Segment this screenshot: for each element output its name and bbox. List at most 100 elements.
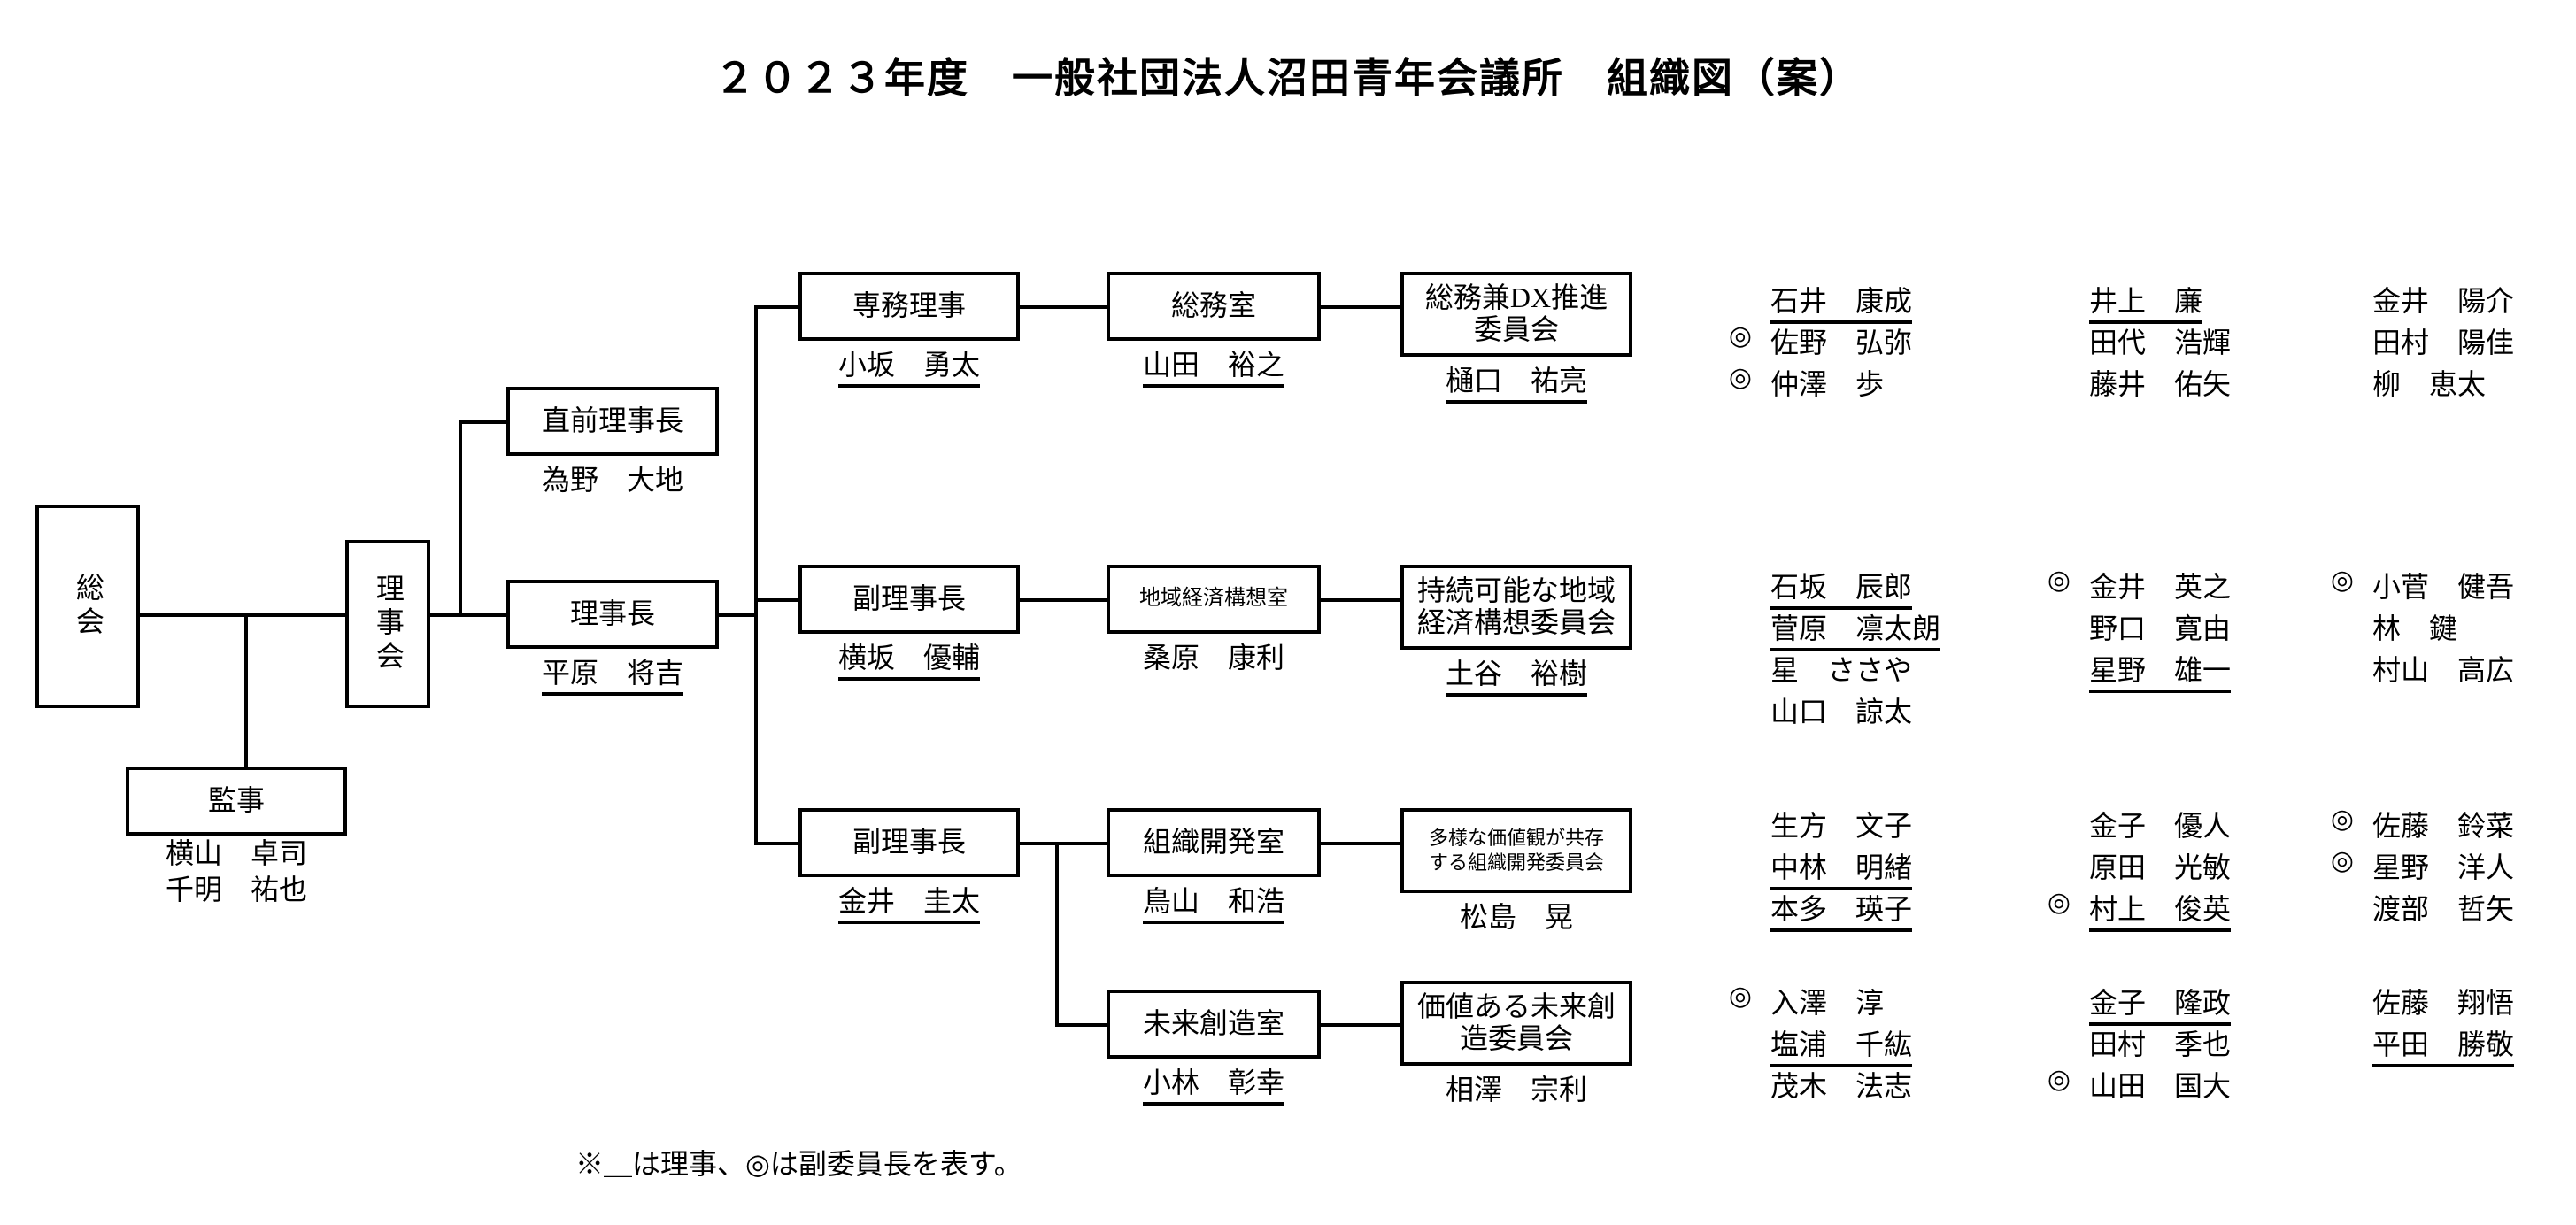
line-branch-to-soshiki bbox=[1055, 842, 1107, 845]
member-name: 村山 高広 bbox=[2372, 654, 2515, 686]
member-name: 林 鍵 bbox=[2372, 612, 2458, 644]
roster-entry: 柳 恵太 bbox=[2372, 362, 2514, 404]
box-kachi-mirai-iinkai[interactable]: 価値ある未来創 造委員会 bbox=[1400, 981, 1632, 1066]
member-name: 菅原 凛太朗 bbox=[1770, 606, 1941, 651]
roster-entry: ◎星野 洋人 bbox=[2331, 845, 2514, 887]
member-name: 星 ささや bbox=[1770, 654, 1913, 686]
soumu-iinkai-person: 樋口 祐亮 bbox=[1445, 358, 1587, 404]
box-soukai-label: 総会 bbox=[72, 573, 104, 640]
roster-row1-col1: 石井 康成◎ 佐野 弘弥◎ 仲澤 歩 bbox=[1729, 279, 1913, 404]
caption-tayou-iinkai: 松島 晃 bbox=[1392, 895, 1641, 936]
jizoku-iinkai-line2: 経済構想委員会 bbox=[1416, 606, 1616, 638]
roster-entry: 星野 雄一 bbox=[2089, 648, 2232, 693]
box-jizoku-iinkai[interactable]: 持続可能な地域 経済構想委員会 bbox=[1400, 565, 1632, 650]
box-rijicho[interactable]: 理事長 bbox=[506, 580, 719, 649]
roster-entry: ◎山田 国大 bbox=[2048, 1064, 2231, 1106]
roster-entry: 田代 浩輝 bbox=[2089, 320, 2231, 362]
roster-entry: ◎ 佐野 弘弥 bbox=[1729, 320, 1913, 362]
line-fukuriji2-to-branch bbox=[1020, 842, 1057, 845]
line-soumushitsu-to-soumu-iinkai bbox=[1321, 305, 1400, 309]
roster-entry: 原田 光敏 bbox=[2089, 845, 2231, 887]
box-soukai[interactable]: 総会 bbox=[35, 505, 140, 708]
mirai-person: 小林 彰幸 bbox=[1142, 1060, 1284, 1106]
roster-row3-col1: 生方 文子中林 明緒本多 瑛子 bbox=[1770, 804, 1913, 932]
roster-row1-col2: 井上 廉田代 浩輝藤井 佑矢 bbox=[2089, 279, 2231, 404]
roster-entry: 金井 陽介 bbox=[2372, 279, 2514, 320]
member-name: 仲澤 歩 bbox=[1770, 368, 1885, 400]
line-soukai-to-junction bbox=[140, 613, 246, 617]
tayou-iinkai-line1: 多様な価値観が共存 bbox=[1428, 826, 1604, 849]
box-soshiki-kaihatsu-shitsu[interactable]: 組織開発室 bbox=[1107, 808, 1321, 877]
box-rijikai[interactable]: 理事会 bbox=[345, 540, 430, 708]
roster-entry: 中林 明緒 bbox=[1770, 845, 1913, 890]
line-mirai-to-kachi bbox=[1321, 1023, 1400, 1027]
roster-entry: 林 鍵 bbox=[2372, 606, 2514, 648]
line-branch-soshiki-mirai bbox=[1055, 842, 1059, 1023]
roster-entry: 渡部 哲矢 bbox=[2372, 887, 2514, 928]
roster-entry: 菅原 凛太朗 bbox=[1770, 606, 1941, 651]
box-fukuriji1-label: 副理事長 bbox=[852, 582, 966, 615]
member-name: 佐野 弘弥 bbox=[1770, 327, 1913, 358]
line-spine-riji bbox=[459, 420, 462, 615]
member-name: 藤井 佑矢 bbox=[2089, 368, 2232, 400]
vice-chair-mark-icon: ◎ bbox=[2047, 1065, 2071, 1094]
box-chiiki-label: 地域経済構想室 bbox=[1139, 587, 1288, 611]
roster-entry: 佐藤 翔悟 bbox=[2372, 981, 2514, 1022]
roster-entry: 生方 文子 bbox=[1770, 804, 1912, 845]
member-name: 金井 英之 bbox=[2089, 571, 2232, 603]
roster-entry: ◎ 金井 英之 bbox=[2048, 565, 2232, 606]
member-name: 村上 俊英 bbox=[2089, 887, 2232, 932]
member-name: 渡部 哲矢 bbox=[2372, 893, 2515, 925]
box-tayou-kachikan-iinkai[interactable]: 多様な価値観が共存 する組織開発委員会 bbox=[1400, 808, 1632, 893]
box-mirai-souzou-shitsu[interactable]: 未来創造室 bbox=[1107, 990, 1321, 1059]
roster-entry: 野口 寛由 bbox=[2089, 606, 2231, 648]
member-name: 石井 康成 bbox=[1770, 279, 1913, 324]
box-chokuzen-label: 直前理事長 bbox=[541, 404, 683, 437]
line-soshiki-to-tayou bbox=[1321, 842, 1400, 845]
member-name: 中林 明緒 bbox=[1770, 845, 1913, 890]
box-rijikai-label: 理事会 bbox=[372, 574, 405, 674]
caption-chokuzen: 為野 大地 bbox=[497, 458, 728, 498]
box-soumu-shitsu[interactable]: 総務室 bbox=[1107, 272, 1321, 341]
roster-row2-col2: ◎ 金井 英之野口 寛由星野 雄一 bbox=[2048, 565, 2232, 693]
box-rijicho-label: 理事長 bbox=[569, 597, 655, 630]
soumushitsu-person: 山田 裕之 bbox=[1142, 343, 1284, 388]
member-name: 田代 浩輝 bbox=[2089, 327, 2232, 358]
box-mirai-label: 未来創造室 bbox=[1142, 1007, 1284, 1040]
jizoku-iinkai-person: 土谷 裕樹 bbox=[1445, 651, 1587, 697]
line-spine-to-senmu bbox=[754, 305, 798, 309]
roster-entry: ◎佐藤 鈴菜 bbox=[2331, 804, 2514, 845]
box-kanji-label: 監事 bbox=[207, 784, 265, 817]
line-junction-to-kanji bbox=[244, 613, 248, 767]
line-spine-to-fukuriji2 bbox=[754, 842, 798, 845]
roster-entry: 井上 廉 bbox=[2089, 279, 2231, 324]
box-chiiki-keizai-shitsu[interactable]: 地域経済構想室 bbox=[1107, 565, 1321, 634]
member-name: 小菅 健吾 bbox=[2372, 571, 2515, 603]
box-chokuzen-rijicho[interactable]: 直前理事長 bbox=[506, 387, 719, 456]
roster-entry: 金子 優人 bbox=[2089, 804, 2231, 845]
line-branch-to-mirai bbox=[1055, 1023, 1107, 1027]
caption-soshiki: 鳥山 和浩 bbox=[1098, 879, 1330, 924]
line-spine-to-chokuzen bbox=[459, 420, 506, 424]
vice-chair-mark-icon: ◎ bbox=[2047, 566, 2071, 595]
member-name: 星野 雄一 bbox=[2089, 648, 2232, 693]
roster-row3-col2: 金子 優人原田 光敏◎村上 俊英 bbox=[2048, 804, 2232, 932]
box-kanji[interactable]: 監事 bbox=[126, 767, 347, 836]
member-name: 石坂 辰郎 bbox=[1770, 565, 1913, 610]
box-fukuriji-1[interactable]: 副理事長 bbox=[798, 565, 1020, 634]
box-fukuriji-2[interactable]: 副理事長 bbox=[798, 808, 1020, 877]
chiiki-person: 桑原 康利 bbox=[1142, 642, 1284, 674]
roster-entry: 村山 高広 bbox=[2372, 648, 2514, 690]
member-name: 金子 優人 bbox=[2089, 810, 2232, 842]
caption-kachi-iinkai: 相澤 宗利 bbox=[1392, 1067, 1641, 1108]
roster-entry: ◎入澤 淳 bbox=[1729, 981, 1912, 1022]
roster-entry: ◎村上 俊英 bbox=[2048, 887, 2232, 932]
box-soumu-dx-iinkai[interactable]: 総務兼DX推進 委員会 bbox=[1400, 272, 1632, 357]
caption-fukuriji1: 横坂 優輔 bbox=[790, 636, 1029, 681]
box-senmu-riji[interactable]: 専務理事 bbox=[798, 272, 1020, 341]
roster-entry: 金子 隆政 bbox=[2089, 981, 2232, 1026]
member-name: 平田 勝敬 bbox=[2372, 1022, 2515, 1067]
member-name: 佐藤 翔悟 bbox=[2372, 987, 2515, 1019]
vice-chair-mark-icon: ◎ bbox=[1728, 321, 1753, 351]
